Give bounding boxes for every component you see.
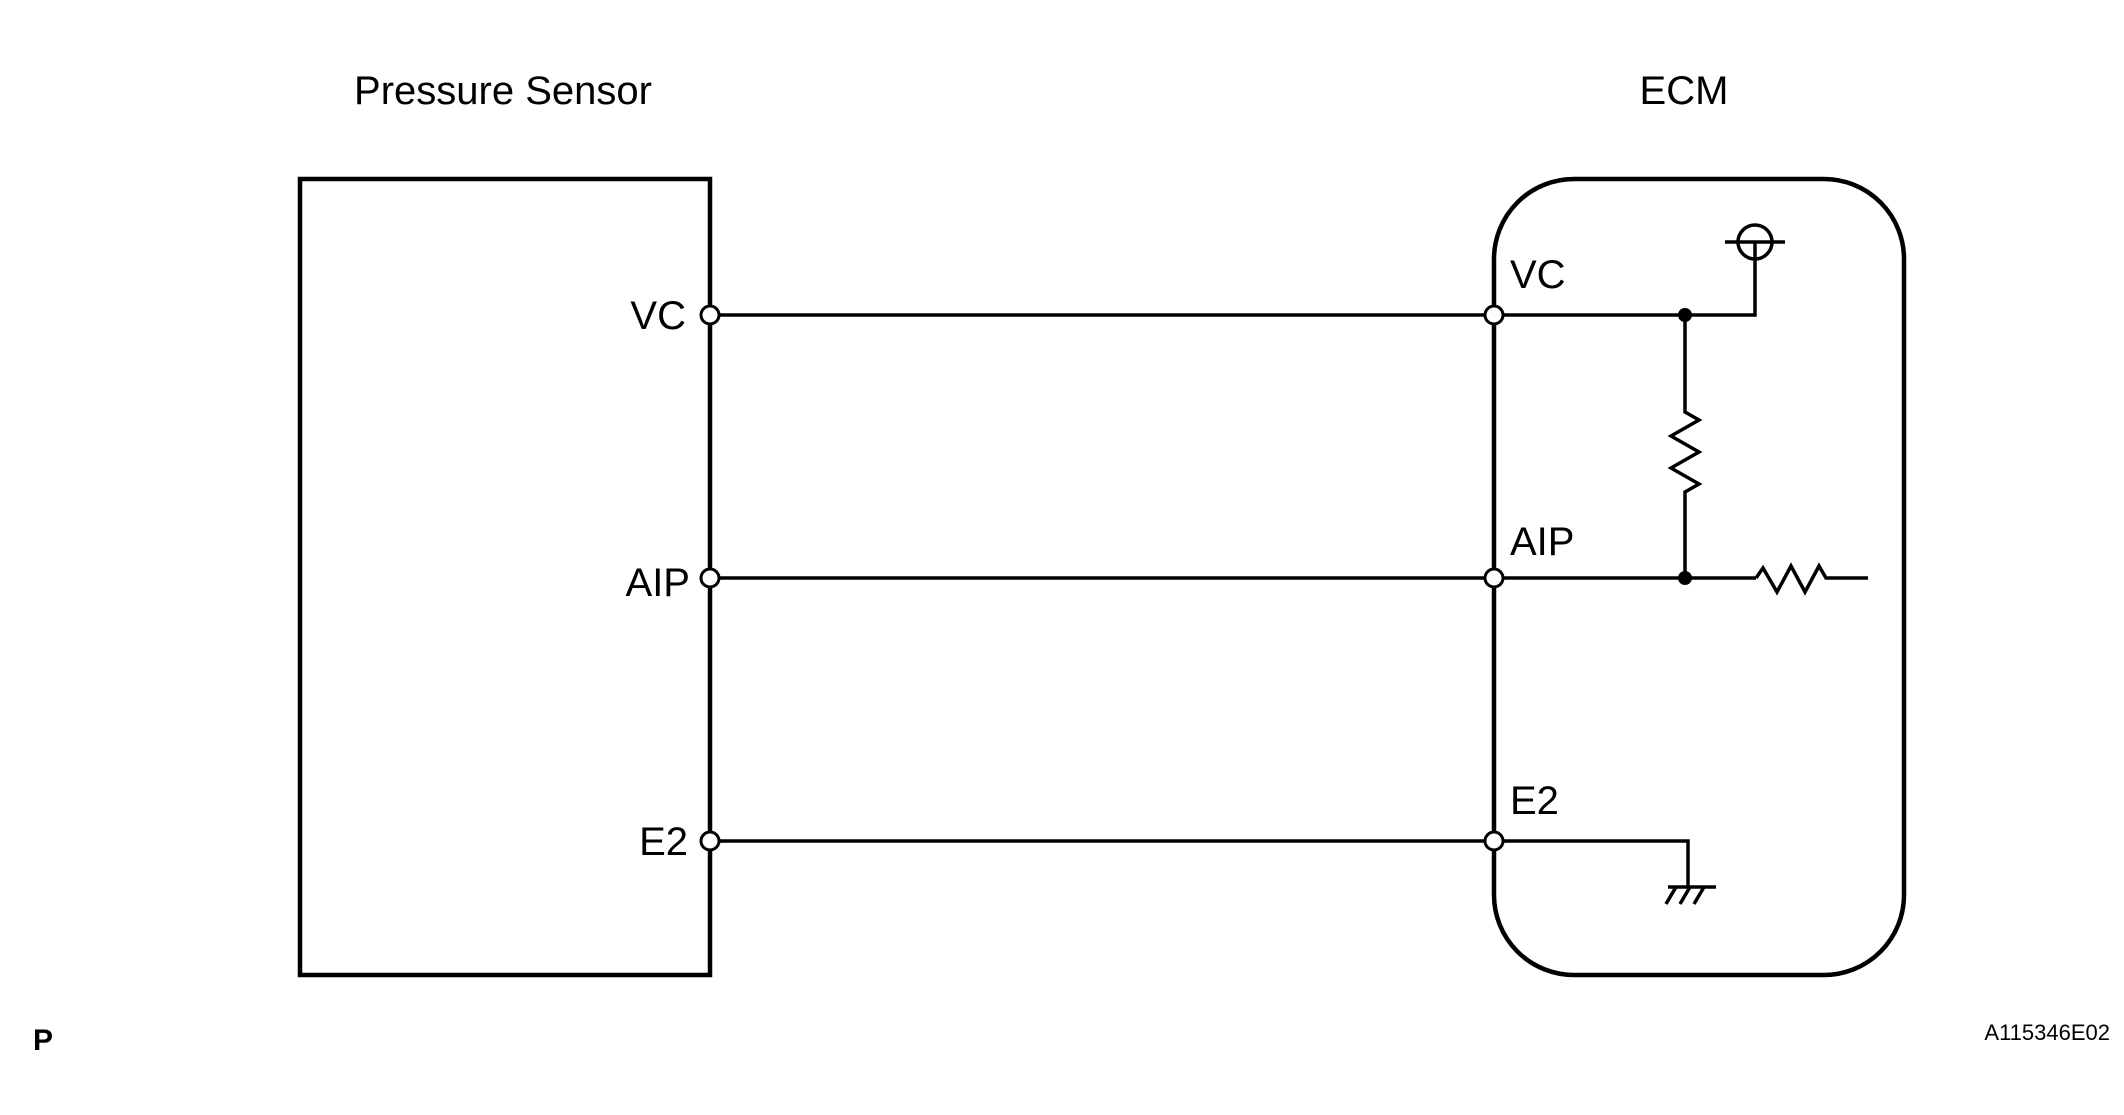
figure-code: A115346E02 [1984,1020,2110,1045]
ecm-pin-aip: AIP [1510,520,1574,564]
junction-icon [1678,308,1692,322]
ecm-e2-internal-wire [1494,839,1690,887]
terminal-icon [1483,830,1505,852]
terminal-icon [699,304,721,326]
sensor-pin-e2: E2 [639,820,688,864]
sensor-pin-aip: AIP [626,561,690,605]
power-supply-icon [1725,223,1785,261]
ecm-title: ECM [1640,69,1729,113]
ecm-pin-e2: E2 [1510,779,1559,823]
sensor-title: Pressure Sensor [354,69,652,113]
terminal-icon [1483,304,1505,326]
corner-label: P [33,1024,53,1057]
ecm-vc-internal-wire [1494,242,1757,317]
junction-icon [1678,571,1692,585]
input-resistor-icon [1754,562,1868,596]
terminal-icon [699,567,721,589]
ground-icon [1664,885,1716,905]
terminal-icon [1483,567,1505,589]
resistor-icon [1667,315,1703,578]
sensor-pin-vc: VC [630,294,686,338]
terminal-icon [699,830,721,852]
ecm-pin-vc: VC [1510,253,1566,297]
